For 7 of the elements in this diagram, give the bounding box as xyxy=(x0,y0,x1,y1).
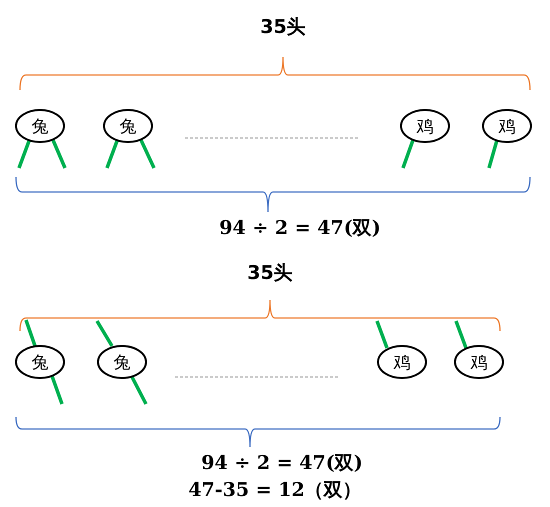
equation: 94 ÷ 2 = 47(双) xyxy=(219,216,381,241)
animal-figure: 兔 xyxy=(14,319,66,405)
animal-figure: 兔 xyxy=(95,320,148,405)
heading: 35头 xyxy=(247,261,293,286)
equation: 94 ÷ 2 = 47(双) xyxy=(201,451,363,476)
equation: 47-35 = 12（双） xyxy=(188,478,362,503)
heading: 35头 xyxy=(260,15,306,40)
